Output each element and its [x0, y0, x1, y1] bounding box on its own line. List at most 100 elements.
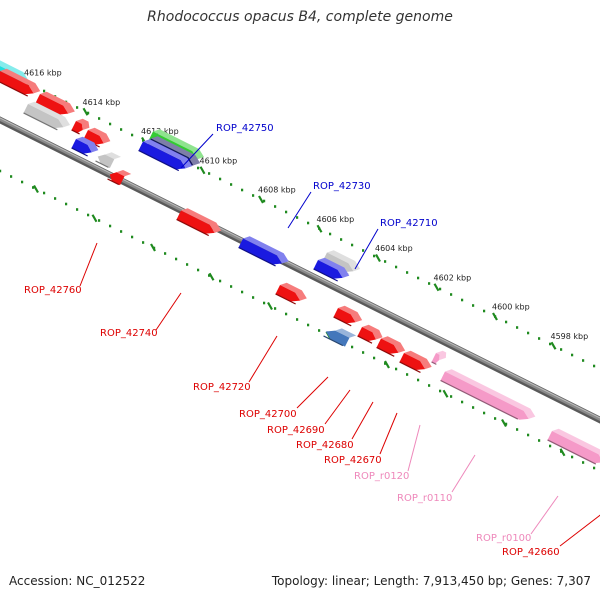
- gene-red[interactable]: [176, 206, 224, 240]
- ruler-tick: [501, 418, 507, 428]
- ruler-dot: [384, 362, 387, 365]
- gene-label-rop-42670[interactable]: ROP_42670: [324, 455, 382, 466]
- gene-label-leader: [530, 495, 559, 535]
- ruler-dot: [142, 241, 145, 244]
- ruler-dot: [384, 260, 387, 263]
- ruler-dot: [483, 411, 486, 415]
- ruler-tick: [492, 312, 498, 321]
- ruler-tick: [258, 195, 264, 204]
- ruler-dot: [340, 238, 343, 241]
- gene-blue[interactable]: [71, 135, 101, 160]
- ruler-tick: [267, 301, 273, 311]
- gene-label-rop-r0120[interactable]: ROP_r0120: [354, 471, 409, 482]
- scale-label: 4610 kbp: [200, 156, 238, 165]
- ruler-dot: [560, 348, 563, 351]
- ruler-dot: [252, 194, 255, 197]
- gene-red[interactable]: [107, 166, 132, 188]
- ruler-dot: [76, 208, 79, 211]
- ruler-dot: [197, 268, 200, 272]
- gene-label-rop-42710[interactable]: ROP_42710: [380, 218, 438, 229]
- ruler-dot: [131, 133, 134, 137]
- ruler-dot: [516, 326, 519, 329]
- gene-pink[interactable]: [431, 349, 449, 367]
- gene-pink[interactable]: [547, 427, 600, 469]
- gene-red[interactable]: [376, 334, 408, 359]
- ruler-dot: [439, 287, 442, 291]
- gene-label-rop-42690[interactable]: ROP_42690: [267, 425, 325, 436]
- ruler-dot: [296, 216, 299, 219]
- ruler-dot: [373, 356, 376, 360]
- ruler-dot: [439, 389, 442, 393]
- gene-blue[interactable]: [138, 137, 195, 175]
- gene-steel[interactable]: [323, 323, 357, 349]
- ruler-dot: [10, 175, 13, 178]
- gene-red[interactable]: [333, 304, 365, 329]
- gene-label-rop-42730[interactable]: ROP_42730: [313, 181, 371, 192]
- gene-red[interactable]: [399, 349, 434, 376]
- ruler-dot: [32, 186, 35, 189]
- gene-red[interactable]: [0, 67, 42, 101]
- gene-label-rop-42680[interactable]: ROP_42680: [296, 440, 354, 451]
- ruler-tick: [384, 360, 390, 369]
- gene-label-leader: [155, 292, 182, 331]
- ruler-dot: [362, 351, 365, 354]
- ruler-dot: [0, 169, 2, 173]
- gene-grey[interactable]: [95, 148, 122, 171]
- gene-label-rop-42700[interactable]: ROP_42700: [239, 409, 297, 420]
- ruler-dot: [230, 183, 233, 186]
- ruler-dot: [483, 309, 486, 313]
- gene-label-rop-42750[interactable]: ROP_42750: [216, 123, 274, 134]
- ruler-dot: [351, 243, 354, 247]
- gene-label-leader: [287, 191, 312, 229]
- ruler-dot: [582, 461, 585, 464]
- gene-blue[interactable]: [238, 234, 291, 270]
- ruler-dot: [472, 304, 475, 307]
- ruler-tick: [33, 184, 39, 194]
- genome-title: Rhodococcus opacus B4, complete genome: [147, 9, 453, 25]
- scale-label: 4602 kbp: [434, 273, 472, 282]
- ruler-dot: [549, 342, 552, 346]
- gene-label-rop-r0100[interactable]: ROP_r0100: [476, 533, 531, 544]
- gene-label-layer: ROP_42750ROP_42730ROP_42710ROP_42760ROP_…: [24, 123, 600, 558]
- gene-red[interactable]: [71, 117, 92, 137]
- ruler-dot: [593, 364, 596, 368]
- ruler-dot: [241, 188, 244, 192]
- ruler-dot: [428, 384, 431, 387]
- ruler-dot: [516, 428, 519, 431]
- ruler-tick: [433, 283, 440, 292]
- gene-label-rop-42740[interactable]: ROP_42740: [100, 328, 158, 339]
- scale-label: 4600 kbp: [492, 303, 530, 312]
- scale-label: 4604 kbp: [375, 244, 413, 253]
- ruler-dot: [461, 298, 464, 302]
- gene-red[interactable]: [357, 323, 385, 347]
- gene-label-rop-42660[interactable]: ROP_42660: [502, 547, 560, 558]
- ruler-dot: [120, 230, 123, 233]
- ruler-dot: [318, 329, 321, 332]
- ruler-dot: [505, 422, 508, 426]
- gene-label-leader: [296, 376, 329, 409]
- ruler-tick: [82, 107, 89, 116]
- ruler-dot: [549, 444, 552, 448]
- ruler-dot: [175, 257, 178, 261]
- gene-label-rop-42720[interactable]: ROP_42720: [193, 382, 251, 393]
- ruler-dot: [241, 290, 244, 294]
- ruler-dot: [582, 359, 585, 362]
- gene-pink[interactable]: [440, 367, 538, 426]
- ruler-dot: [329, 232, 332, 236]
- ruler-tick: [91, 214, 98, 223]
- gene-track: [0, 57, 600, 469]
- gene-red[interactable]: [275, 281, 310, 308]
- gene-label-leader: [379, 412, 398, 455]
- ruler-tick: [559, 448, 566, 457]
- gene-label-leader: [407, 424, 421, 472]
- gene-label-rop-r0110[interactable]: ROP_r0110: [397, 493, 452, 504]
- ruler-dot: [307, 221, 310, 225]
- gene-grey[interactable]: [23, 100, 73, 134]
- gene-blue[interactable]: [313, 256, 352, 285]
- ruler-dot: [593, 466, 596, 470]
- scale-label: 4614 kbp: [83, 98, 121, 107]
- gene-label-rop-42760[interactable]: ROP_42760: [24, 285, 82, 296]
- ruler-dot: [538, 439, 541, 442]
